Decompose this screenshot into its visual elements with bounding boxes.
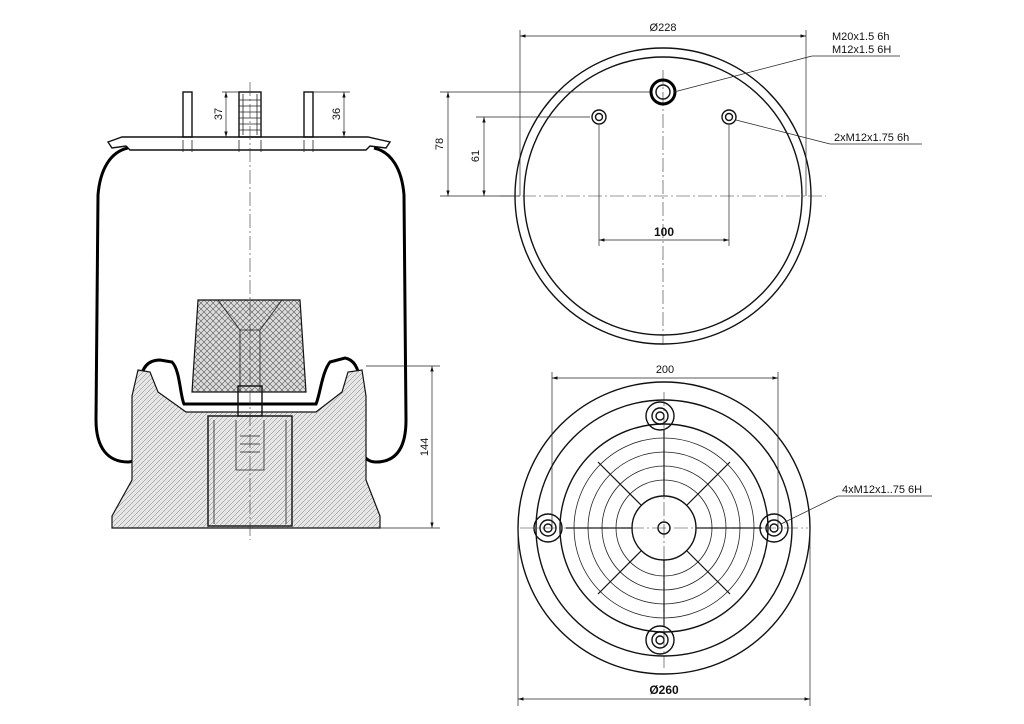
top-plate [106,136,392,151]
holes-callout: 4xM12x1..75 6H [842,484,922,496]
spacing-label: 100 [654,225,674,239]
side-view: 37 36 144 [94,82,440,540]
top-studs [182,91,314,152]
top-view: Ø228 100 78 61 M20x1.5 6h M12x1.5 6H 2xM… [434,22,922,345]
dim-36-label: 36 [331,108,343,120]
stud-right [303,91,314,138]
stud-hole-left [591,109,607,125]
bumper [191,299,307,393]
mount-hole-bottom [645,625,675,655]
top-diameter-label: Ø228 [650,22,677,34]
bottom-width-label: 200 [656,364,674,376]
studs-callout: 2xM12x1.75 6h [834,132,909,144]
stud-hole-right [721,109,737,125]
mount-hole-top [645,401,675,431]
dim-61-label: 61 [470,150,482,162]
piston [111,369,381,529]
dim-37-label: 37 [213,108,225,120]
center-callout-line2: M12x1.5 6H [832,44,891,56]
stud-left [182,91,193,138]
dim-78-label: 78 [434,138,446,150]
center-callout-line1: M20x1.5 6h [832,31,889,43]
bottom-diameter-label: Ø260 [649,683,679,697]
bottom-view: 200 Ø260 4xM12x1..75 6H [517,364,932,706]
dim-144-label: 144 [419,438,431,456]
